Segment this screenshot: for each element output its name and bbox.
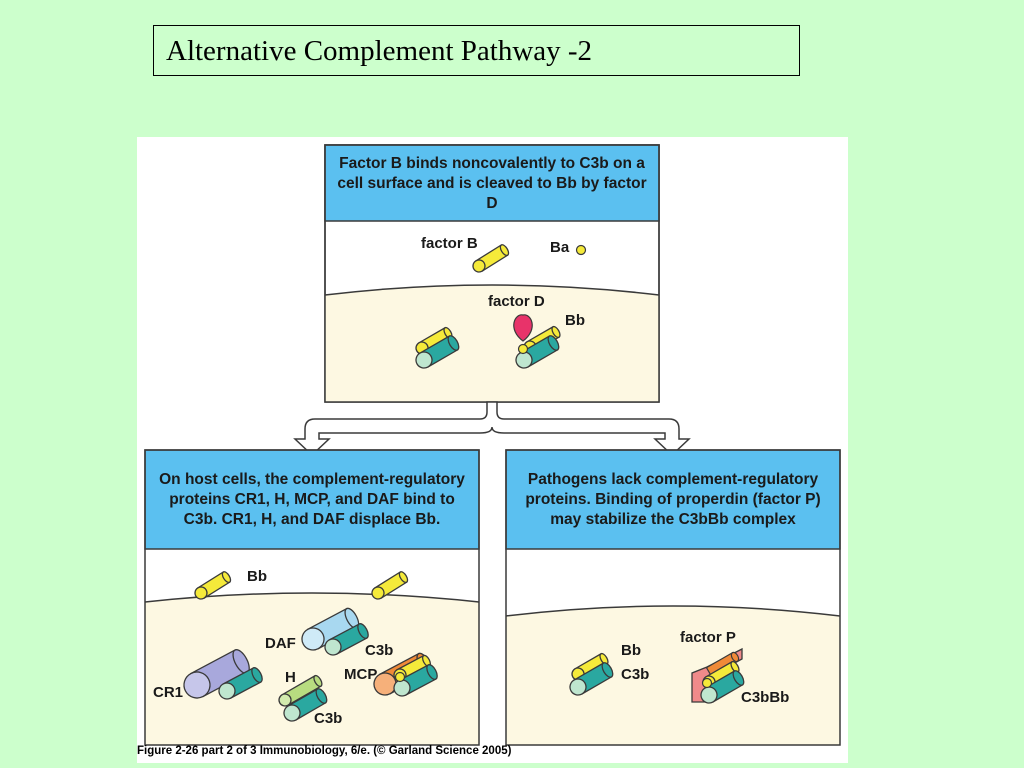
label-mcp: MCP (344, 666, 378, 683)
left-panel-header: On host cells, the complement-regulatory… (159, 471, 465, 528)
label-c3bbb: C3bBb (741, 689, 790, 706)
mcp-complex (373, 652, 440, 700)
c3bbb-cleavage (512, 314, 563, 372)
label-factor-p: factor P (680, 629, 736, 646)
top-panel-header: Factor B binds noncovalently to C3b on a… (337, 155, 647, 212)
figure-caption: Figure 2-26 part 2 of 3 Immunobiology, 6… (137, 745, 512, 757)
branch-arrows (293, 401, 691, 457)
daf-complex (301, 607, 371, 659)
label-c3b-right: C3b (621, 666, 650, 683)
figure: Factor B binds noncovalently to C3b on a… (137, 137, 848, 763)
cr1-complex (183, 649, 265, 703)
label-bb-right: Bb (621, 642, 641, 659)
label-ba: Ba (550, 239, 570, 256)
right-c3bbb-properdin (691, 647, 747, 707)
label-bb-left: Bb (247, 568, 267, 585)
label-factor-b: factor B (421, 235, 478, 252)
label-c3b-h: C3b (314, 710, 343, 727)
label-factor-d: factor D (488, 293, 545, 310)
h-complex (278, 674, 330, 725)
slide-title-box: Alternative Complement Pathway -2 (153, 25, 800, 76)
right-panel (505, 449, 841, 746)
diagram-graphic (144, 144, 841, 746)
label-daf: DAF (265, 635, 296, 652)
label-bb-top: Bb (565, 312, 585, 329)
slide-title: Alternative Complement Pathway -2 (166, 35, 593, 67)
right-panel-header: Pathogens lack complement-regulatory pro… (525, 471, 821, 528)
label-h: H (285, 669, 296, 686)
factor-d-shape (513, 314, 533, 342)
label-cr1: CR1 (153, 684, 184, 701)
label-c3b-daf: C3b (365, 642, 394, 659)
ba-fragment (575, 244, 587, 256)
